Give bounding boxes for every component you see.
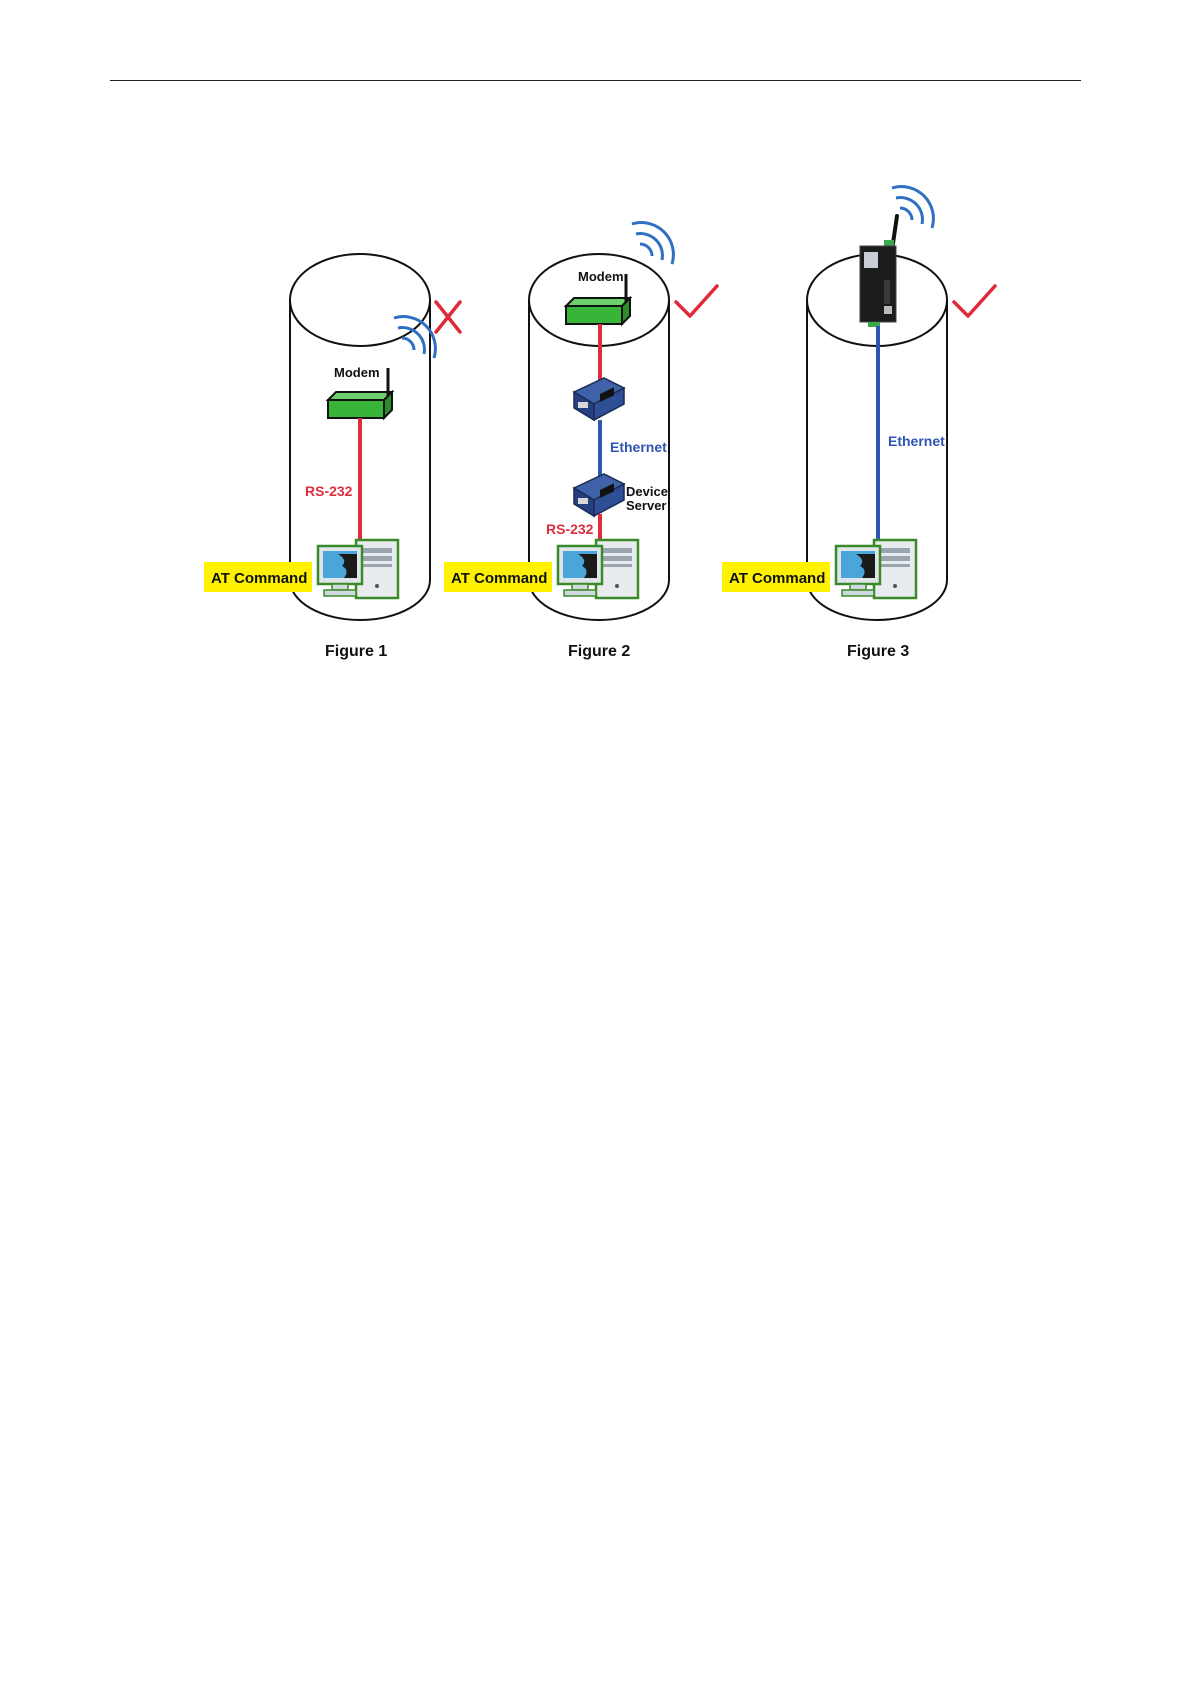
cylinder-top	[290, 254, 430, 346]
modem-label: Modem	[578, 269, 624, 284]
wireless-wave-icon	[632, 223, 673, 264]
wireless-wave-icon	[892, 187, 933, 228]
computer-icon	[558, 540, 638, 598]
figure-3: Ethernet AT Command Figure 3	[722, 187, 995, 660]
at-command-label: AT Command	[729, 570, 825, 587]
rs232-label: RS-232	[305, 483, 353, 499]
device-server-label-line2: Server	[626, 498, 666, 513]
computer-icon	[318, 540, 398, 598]
check-icon	[676, 286, 717, 316]
cellular-gateway-icon	[860, 216, 897, 327]
modem-label: Modem	[334, 365, 380, 380]
rs232-label: RS-232	[546, 521, 594, 537]
check-icon	[954, 286, 995, 316]
ethernet-label: Ethernet	[610, 439, 667, 455]
computer-icon	[836, 540, 916, 598]
figure-caption: Figure 2	[568, 643, 630, 660]
ethernet-label: Ethernet	[888, 433, 945, 449]
figure-caption: Figure 1	[325, 643, 387, 660]
at-command-label: AT Command	[451, 570, 547, 587]
figure-2: Modem Ethernet Device Server RS-232 AT C…	[444, 223, 717, 660]
figure-caption: Figure 3	[847, 643, 909, 660]
device-server-label-line1: Device	[626, 484, 668, 499]
figure-1: Modem RS-232 AT Command Figure 1	[204, 254, 460, 660]
at-command-label: AT Command	[211, 570, 307, 587]
cross-icon	[436, 302, 460, 332]
